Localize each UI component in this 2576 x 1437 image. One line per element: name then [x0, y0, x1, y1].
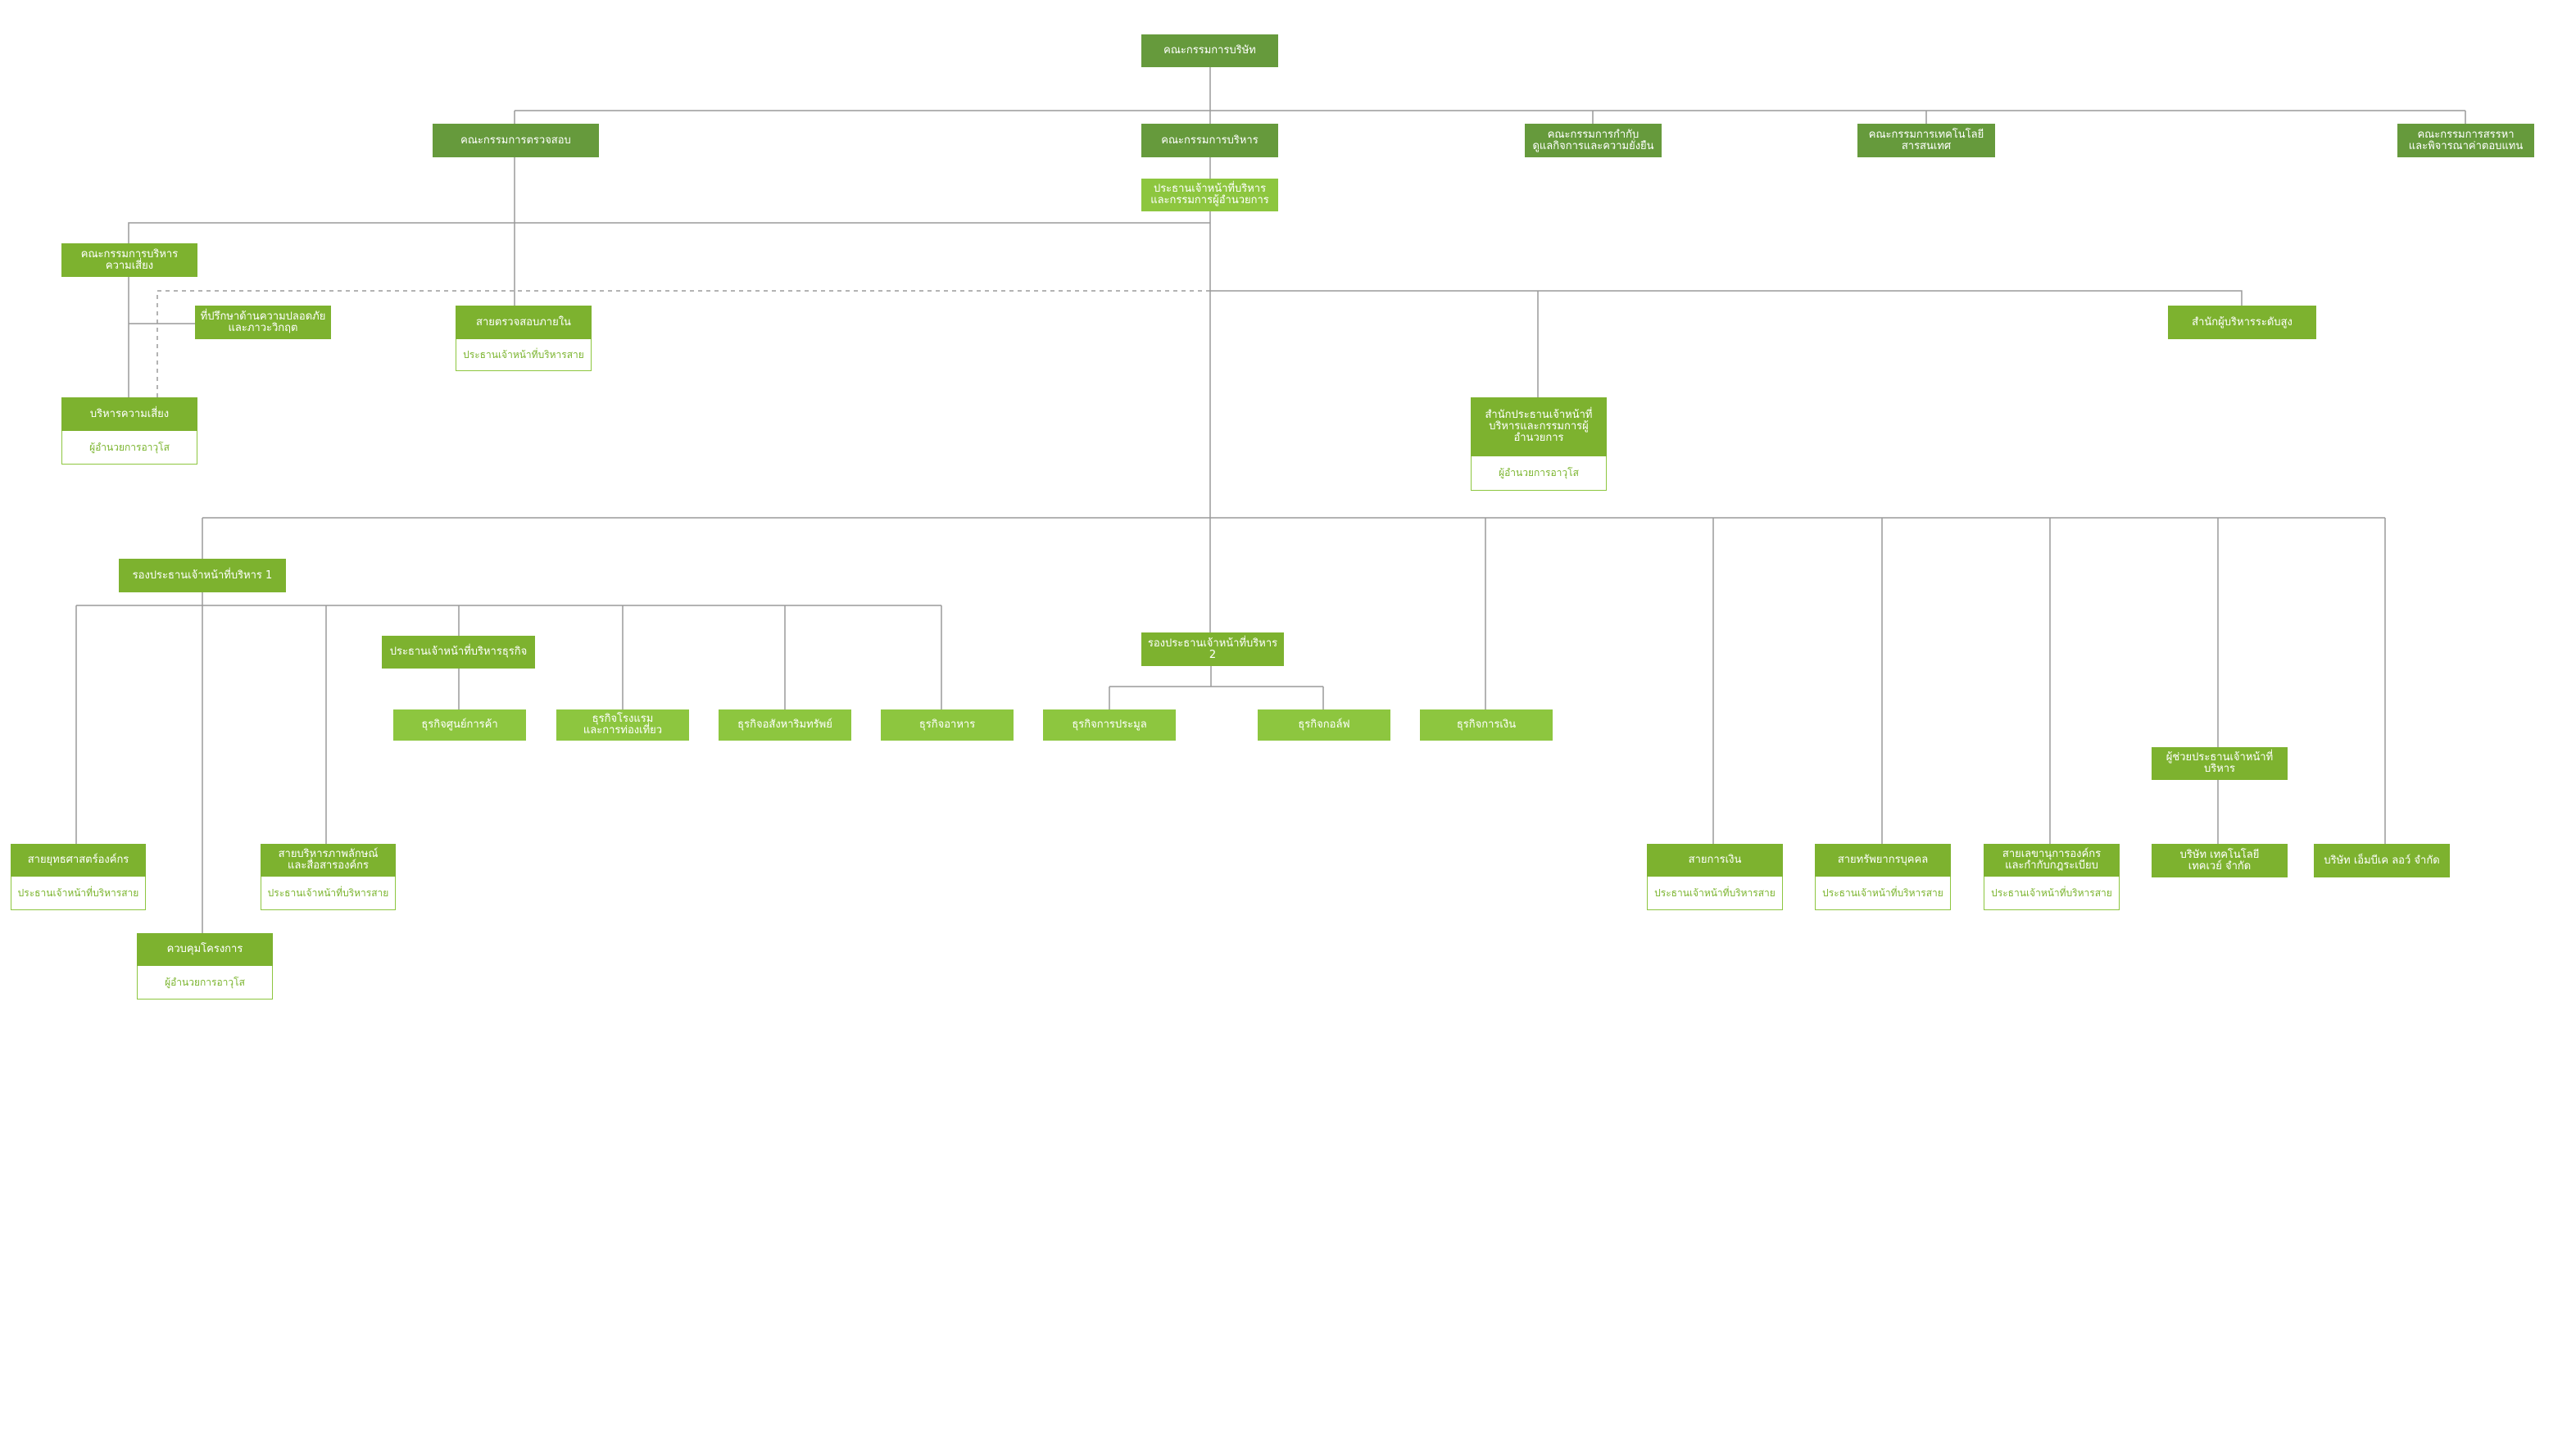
node-strategy: สายยุทธศาสตร์องค์กร ประธานเจ้าหน้าที่บริ… — [11, 844, 146, 910]
node-ceo-label: ประธานเจ้าหน้าที่บริหาร และกรรมการผู้อำน… — [1141, 179, 1278, 211]
node-internal-audit-label: สายตรวจสอบภายใน — [456, 306, 592, 339]
node-corp-image-label: สายบริหารภาพลักษณ์ และสื่อสารองค์กร — [261, 844, 396, 877]
node-biz-retail-label: ธุรกิจศูนย์การค้า — [393, 709, 526, 741]
node-finance: สายการเงิน ประธานเจ้าหน้าที่บริหารสาย — [1647, 844, 1783, 910]
node-deputy-ceo-2-label: รองประธานเจ้าหน้าที่บริหาร 2 — [1141, 632, 1284, 666]
node-executive-committee-label: คณะกรรมการบริหาร — [1141, 124, 1278, 157]
node-hr-sub: ประธานเจ้าหน้าที่บริหารสาย — [1815, 877, 1951, 910]
node-risk-mgmt: บริหารความเสี่ยง ผู้อำนวยการอาวุโส — [61, 397, 197, 465]
node-finance-sub: ประธานเจ้าหน้าที่บริหารสาย — [1647, 877, 1783, 910]
node-project-control-sub: ผู้อำนวยการอาวุโส — [137, 966, 273, 1000]
node-biz-retail: ธุรกิจศูนย์การค้า — [393, 709, 526, 741]
node-biz-finance: ธุรกิจการเงิน — [1420, 709, 1553, 741]
node-project-control-label: ควบคุมโครงการ — [137, 933, 273, 966]
node-ceo-office: สำนักประธานเจ้าหน้าที่ บริหารและกรรมการผ… — [1471, 397, 1607, 491]
node-ceo-office-sub: ผู้อำนวยการอาวุโส — [1471, 456, 1607, 491]
node-governance-committee: คณะกรรมการกำกับ ดูแลกิจการและความยั่งยืน — [1525, 124, 1662, 157]
node-biz-golf: ธุรกิจกอล์ฟ — [1258, 709, 1390, 741]
node-finance-label: สายการเงิน — [1647, 844, 1783, 877]
node-risk-mgmt-sub: ผู้อำนวยการอาวุโส — [61, 431, 197, 465]
node-risk-mgmt-label: บริหารความเสี่ยง — [61, 397, 197, 431]
node-biz-food-label: ธุรกิจอาหาร — [881, 709, 1014, 741]
node-tech-company-label: บริษัท เทคโนโลยี เทคเวย์ จำกัด — [2152, 844, 2288, 877]
node-senior-exec-office-label: สำนักผู้บริหารระดับสูง — [2168, 306, 2316, 339]
node-safety-advisor-label: ที่ปรึกษาด้านความปลอดภัย และภาวะวิกฤต — [195, 306, 331, 339]
node-safety-advisor: ที่ปรึกษาด้านความปลอดภัย และภาวะวิกฤต — [195, 306, 331, 339]
node-executive-committee: คณะกรรมการบริหาร — [1141, 124, 1278, 157]
node-assistant-ceo: ผู้ช่วยประธานเจ้าหน้าที่บริหาร — [2152, 747, 2288, 780]
node-senior-exec-office: สำนักผู้บริหารระดับสูง — [2168, 306, 2316, 339]
line-board — [514, 66, 2466, 125]
node-deputy-ceo-1: รองประธานเจ้าหน้าที่บริหาร 1 — [119, 559, 286, 592]
node-biz-food: ธุรกิจอาหาร — [881, 709, 1014, 741]
node-internal-audit: สายตรวจสอบภายใน ประธานเจ้าหน้าที่บริหารส… — [456, 306, 592, 371]
node-legal-label: สายเลขานุการองค์กร และกำกับกฎระเบียบ — [1984, 844, 2120, 877]
node-risk-committee: คณะกรรมการบริหาร ความเสี่ยง — [61, 243, 197, 277]
node-it-committee: คณะกรรมการเทคโนโลยี สารสนเทศ — [1857, 124, 1995, 157]
node-audit-committee-label: คณะกรรมการตรวจสอบ — [433, 124, 599, 157]
node-cbo-label: ประธานเจ้าหน้าที่บริหารธุรกิจ — [382, 636, 535, 669]
node-strategy-sub: ประธานเจ้าหน้าที่บริหารสาย — [11, 877, 146, 910]
node-deputy-ceo-2: รองประธานเจ้าหน้าที่บริหาร 2 — [1141, 632, 1284, 666]
node-biz-finance-label: ธุรกิจการเงิน — [1420, 709, 1553, 741]
node-assistant-ceo-label: ผู้ช่วยประธานเจ้าหน้าที่บริหาร — [2152, 747, 2288, 780]
node-strategy-label: สายยุทธศาสตร์องค์กร — [11, 844, 146, 877]
node-deputy-ceo-1-label: รองประธานเจ้าหน้าที่บริหาร 1 — [119, 559, 286, 592]
node-ceo-office-label: สำนักประธานเจ้าหน้าที่ บริหารและกรรมการผ… — [1471, 397, 1607, 456]
node-corp-image: สายบริหารภาพลักษณ์ และสื่อสารองค์กร ประธ… — [261, 844, 396, 910]
line-main — [202, 517, 2386, 845]
node-risk-committee-label: คณะกรรมการบริหาร ความเสี่ยง — [61, 243, 197, 277]
node-ceo: ประธานเจ้าหน้าที่บริหาร และกรรมการผู้อำน… — [1141, 179, 1278, 211]
node-corp-image-sub: ประธานเจ้าหน้าที่บริหารสาย — [261, 877, 396, 910]
node-biz-property: ธุรกิจอสังหาริมทรัพย์ — [719, 709, 851, 741]
node-biz-expo-label: ธุรกิจการประมูล — [1043, 709, 1176, 741]
line-deputy1 — [75, 592, 942, 934]
node-biz-property-label: ธุรกิจอสังหาริมทรัพย์ — [719, 709, 851, 741]
node-internal-audit-sub: ประธานเจ้าหน้าที่บริหารสาย — [456, 339, 592, 371]
node-biz-expo: ธุรกิจการประมูล — [1043, 709, 1176, 741]
node-biz-hotel-label: ธุรกิจโรงแรม และการท่องเที่ยว — [556, 709, 689, 741]
node-audit-committee: คณะกรรมการตรวจสอบ — [433, 124, 599, 157]
node-biz-golf-label: ธุรกิจกอล์ฟ — [1258, 709, 1390, 741]
line-deputy2 — [1109, 666, 1324, 710]
node-hr: สายทรัพยากรบุคคล ประธานเจ้าหน้าที่บริหาร… — [1815, 844, 1951, 910]
node-board-label: คณะกรรมการบริษัท — [1141, 34, 1278, 67]
node-hr-label: สายทรัพยากรบุคคล — [1815, 844, 1951, 877]
node-nomination-committee-label: คณะกรรมการสรรหา และพิจารณาค่าตอบแทน — [2397, 124, 2534, 157]
node-board: คณะกรรมการบริษัท — [1141, 34, 1278, 67]
node-legal-sub: ประธานเจ้าหน้าที่บริหารสาย — [1984, 877, 2120, 910]
node-one-company: บริษัท เอ็มบีเค ลอว์ จำกัด — [2314, 844, 2450, 877]
node-it-committee-label: คณะกรรมการเทคโนโลยี สารสนเทศ — [1857, 124, 1995, 157]
line-right — [1210, 290, 2243, 398]
node-governance-committee-label: คณะกรรมการกำกับ ดูแลกิจการและความยั่งยืน — [1525, 124, 1662, 157]
line-dotted-safety — [156, 290, 1210, 398]
line-risk — [128, 222, 1210, 398]
node-project-control: ควบคุมโครงการ ผู้อำนวยการอาวุโส — [137, 933, 273, 1000]
node-tech-company: บริษัท เทคโนโลยี เทคเวย์ จำกัด — [2152, 844, 2288, 877]
node-nomination-committee: คณะกรรมการสรรหา และพิจารณาค่าตอบแทน — [2397, 124, 2534, 157]
node-biz-hotel: ธุรกิจโรงแรม และการท่องเที่ยว — [556, 709, 689, 741]
node-cbo: ประธานเจ้าหน้าที่บริหารธุรกิจ — [382, 636, 535, 669]
node-one-company-label: บริษัท เอ็มบีเค ลอว์ จำกัด — [2314, 844, 2450, 877]
node-legal: สายเลขานุการองค์กร และกำกับกฎระเบียบ ประ… — [1984, 844, 2120, 910]
